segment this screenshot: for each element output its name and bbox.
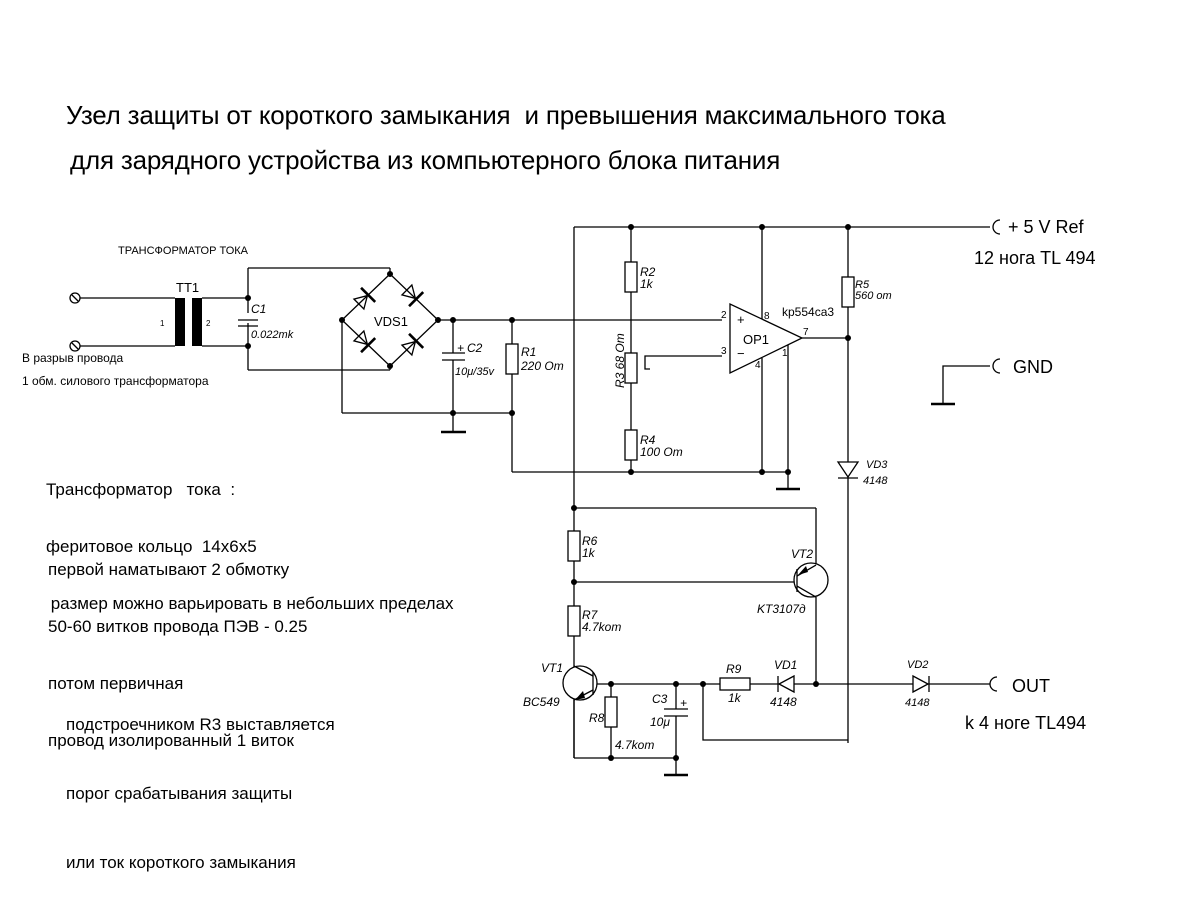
capacitor-c2: + C2 10μ/35v bbox=[441, 320, 496, 434]
tt1-pin1: 1 bbox=[160, 319, 165, 328]
title-line-2: для зарядного устройства из компьютерног… bbox=[70, 145, 781, 175]
note-transformer-line: Трансформатор тока : bbox=[46, 480, 236, 499]
diode-vd2: VD2 4148 bbox=[905, 659, 930, 709]
op1-pin7: 7 bbox=[803, 327, 809, 338]
vt1-ref: VT1 bbox=[541, 661, 563, 675]
vd3-value: 4148 bbox=[863, 475, 888, 487]
vd1-value: 4148 bbox=[770, 695, 797, 709]
resistor-r6: R6 1k bbox=[567, 530, 598, 562]
note-adjust-line: порог срабатывания защиты bbox=[66, 784, 293, 803]
r1-value: 220 Om bbox=[520, 359, 564, 373]
resistor-r9: R9 1k bbox=[703, 662, 751, 705]
diode-vd1: VD1 4148 bbox=[770, 658, 797, 709]
op1-pin1: 1 bbox=[782, 348, 788, 359]
r4-value: 100 Om bbox=[640, 445, 683, 459]
diode-bridge-vds1: VDS1 bbox=[339, 271, 441, 369]
r5-value: 560 om bbox=[855, 290, 892, 302]
resistor-r7: R7 4.7kom bbox=[567, 605, 621, 637]
r6-ref: R6 bbox=[582, 534, 598, 548]
note-winding: первой наматывают 2 обмотку 50-60 витков… bbox=[48, 522, 307, 769]
op1-minus: − bbox=[737, 346, 745, 361]
out-note: k 4 ноге TL494 bbox=[965, 713, 1086, 733]
vt2-part: KT3107д bbox=[757, 602, 806, 616]
vt2-ref: VT2 bbox=[791, 547, 813, 561]
op1-ref: OP1 bbox=[743, 332, 769, 347]
op1-pin8: 8 bbox=[764, 311, 770, 322]
tt1-pin2: 2 bbox=[206, 319, 211, 328]
r2-value: 1k bbox=[640, 277, 654, 291]
capacitor-c3: + C3 10μ bbox=[650, 684, 688, 777]
input-note-1: В разрыв провода bbox=[22, 351, 124, 365]
c2-ref: C2 bbox=[467, 341, 483, 355]
op1-pin4: 4 bbox=[755, 360, 761, 371]
gnd-terminal-icon bbox=[992, 358, 1001, 374]
note-adjust-line: или ток короткого замыкания bbox=[66, 853, 296, 872]
potentiometer-r3: R3 68 Om bbox=[613, 333, 722, 430]
vds1-ref: VDS1 bbox=[374, 314, 408, 329]
vd2-value: 4148 bbox=[905, 697, 930, 709]
tt1-ref: TT1 bbox=[176, 280, 199, 295]
c3-ref: C3 bbox=[652, 692, 668, 706]
resistor-r2: R2 1k bbox=[624, 227, 656, 338]
transistor-vt1: VT1 BC549 bbox=[523, 661, 598, 758]
vt1-part: BC549 bbox=[523, 695, 560, 709]
transformer-tt1: TT1 1 2 bbox=[160, 280, 211, 346]
out-terminal-label: OUT bbox=[1012, 676, 1050, 696]
ref-terminal-label: + 5 V Ref bbox=[1008, 217, 1085, 237]
op1-plus: + bbox=[737, 312, 745, 327]
r3-label: R3 68 Om bbox=[613, 333, 627, 388]
note-winding-line: 50-60 витков провода ПЭВ - 0.25 bbox=[48, 617, 308, 636]
r9-value: 1k bbox=[728, 691, 742, 705]
c3-polarity: + bbox=[680, 696, 687, 710]
transistor-vt2: VT2 KT3107д bbox=[757, 547, 829, 684]
note-transformer-line: размер можно варьировать в небольших пре… bbox=[46, 594, 454, 613]
gnd-terminal-label: GND bbox=[1013, 357, 1053, 377]
c1-value: 0.022mk bbox=[251, 329, 294, 341]
note-winding-line: потом первичная bbox=[48, 674, 184, 693]
vd2-ref: VD2 bbox=[907, 659, 928, 671]
schematic: ТРАНСФОРМАТОР ТОКА В разрыв провода 1 об… bbox=[22, 217, 1096, 777]
capacitor-c1: C1 0.022mk bbox=[238, 302, 294, 341]
c3-value: 10μ bbox=[650, 715, 670, 729]
input-note-2: 1 обм. силового трансформатора bbox=[22, 374, 209, 388]
r7-ref: R7 bbox=[582, 608, 599, 622]
resistor-r1: R1 220 Om bbox=[505, 320, 564, 472]
r7-value: 4.7kom bbox=[582, 620, 621, 634]
input-terminals bbox=[69, 292, 175, 352]
c2-value: 10μ/35v bbox=[455, 366, 496, 378]
r4-ref: R4 bbox=[640, 433, 656, 447]
note-transformer-line: феритовое кольцо 14x6x5 bbox=[46, 537, 257, 556]
resistor-r5: R5 560 om bbox=[841, 227, 892, 743]
diode-vd3: VD3 4148 bbox=[836, 459, 888, 487]
note-adjust-line: подстроечником R3 выставляется bbox=[66, 715, 335, 734]
note-adjust: подстроечником R3 выставляется порог сра… bbox=[66, 667, 335, 897]
r2-ref: R2 bbox=[640, 265, 656, 279]
current-transformer-caption: ТРАНСФОРМАТОР ТОКА bbox=[118, 245, 249, 257]
c2-polarity: + bbox=[457, 341, 464, 355]
r5-ref: R5 bbox=[855, 279, 870, 291]
r9-ref: R9 bbox=[726, 662, 742, 676]
note-winding-line: провод изолированный 1 виток bbox=[48, 731, 294, 750]
op1-pin2: 2 bbox=[721, 310, 727, 321]
r8-ref: R8 bbox=[589, 711, 605, 725]
vd3-ref: VD3 bbox=[866, 459, 888, 471]
comparator-op1: + − OP1 2 3 8 4 7 1 kp554ca3 bbox=[721, 227, 848, 472]
title-line-1: Узел защиты от короткого замыкания и пре… bbox=[66, 100, 946, 130]
out-terminal-icon bbox=[989, 676, 998, 692]
note-transformer: Трансформатор тока : феритовое кольцо 14… bbox=[46, 442, 454, 632]
note-winding-line: первой наматывают 2 обмотку bbox=[48, 560, 290, 579]
vd1-ref: VD1 bbox=[774, 658, 797, 672]
c1-ref: C1 bbox=[251, 302, 266, 316]
ref-note: 12 нога TL 494 bbox=[974, 248, 1096, 268]
op1-part: kp554ca3 bbox=[782, 305, 834, 319]
ref-terminal-icon bbox=[992, 219, 1001, 235]
resistor-r8: R8 4.7kom bbox=[589, 684, 654, 758]
r1-ref: R1 bbox=[521, 345, 536, 359]
r8-value: 4.7kom bbox=[615, 738, 654, 752]
op1-pin3: 3 bbox=[721, 346, 727, 357]
r6-value: 1k bbox=[582, 546, 596, 560]
resistor-r4: R4 100 Om bbox=[624, 429, 683, 472]
